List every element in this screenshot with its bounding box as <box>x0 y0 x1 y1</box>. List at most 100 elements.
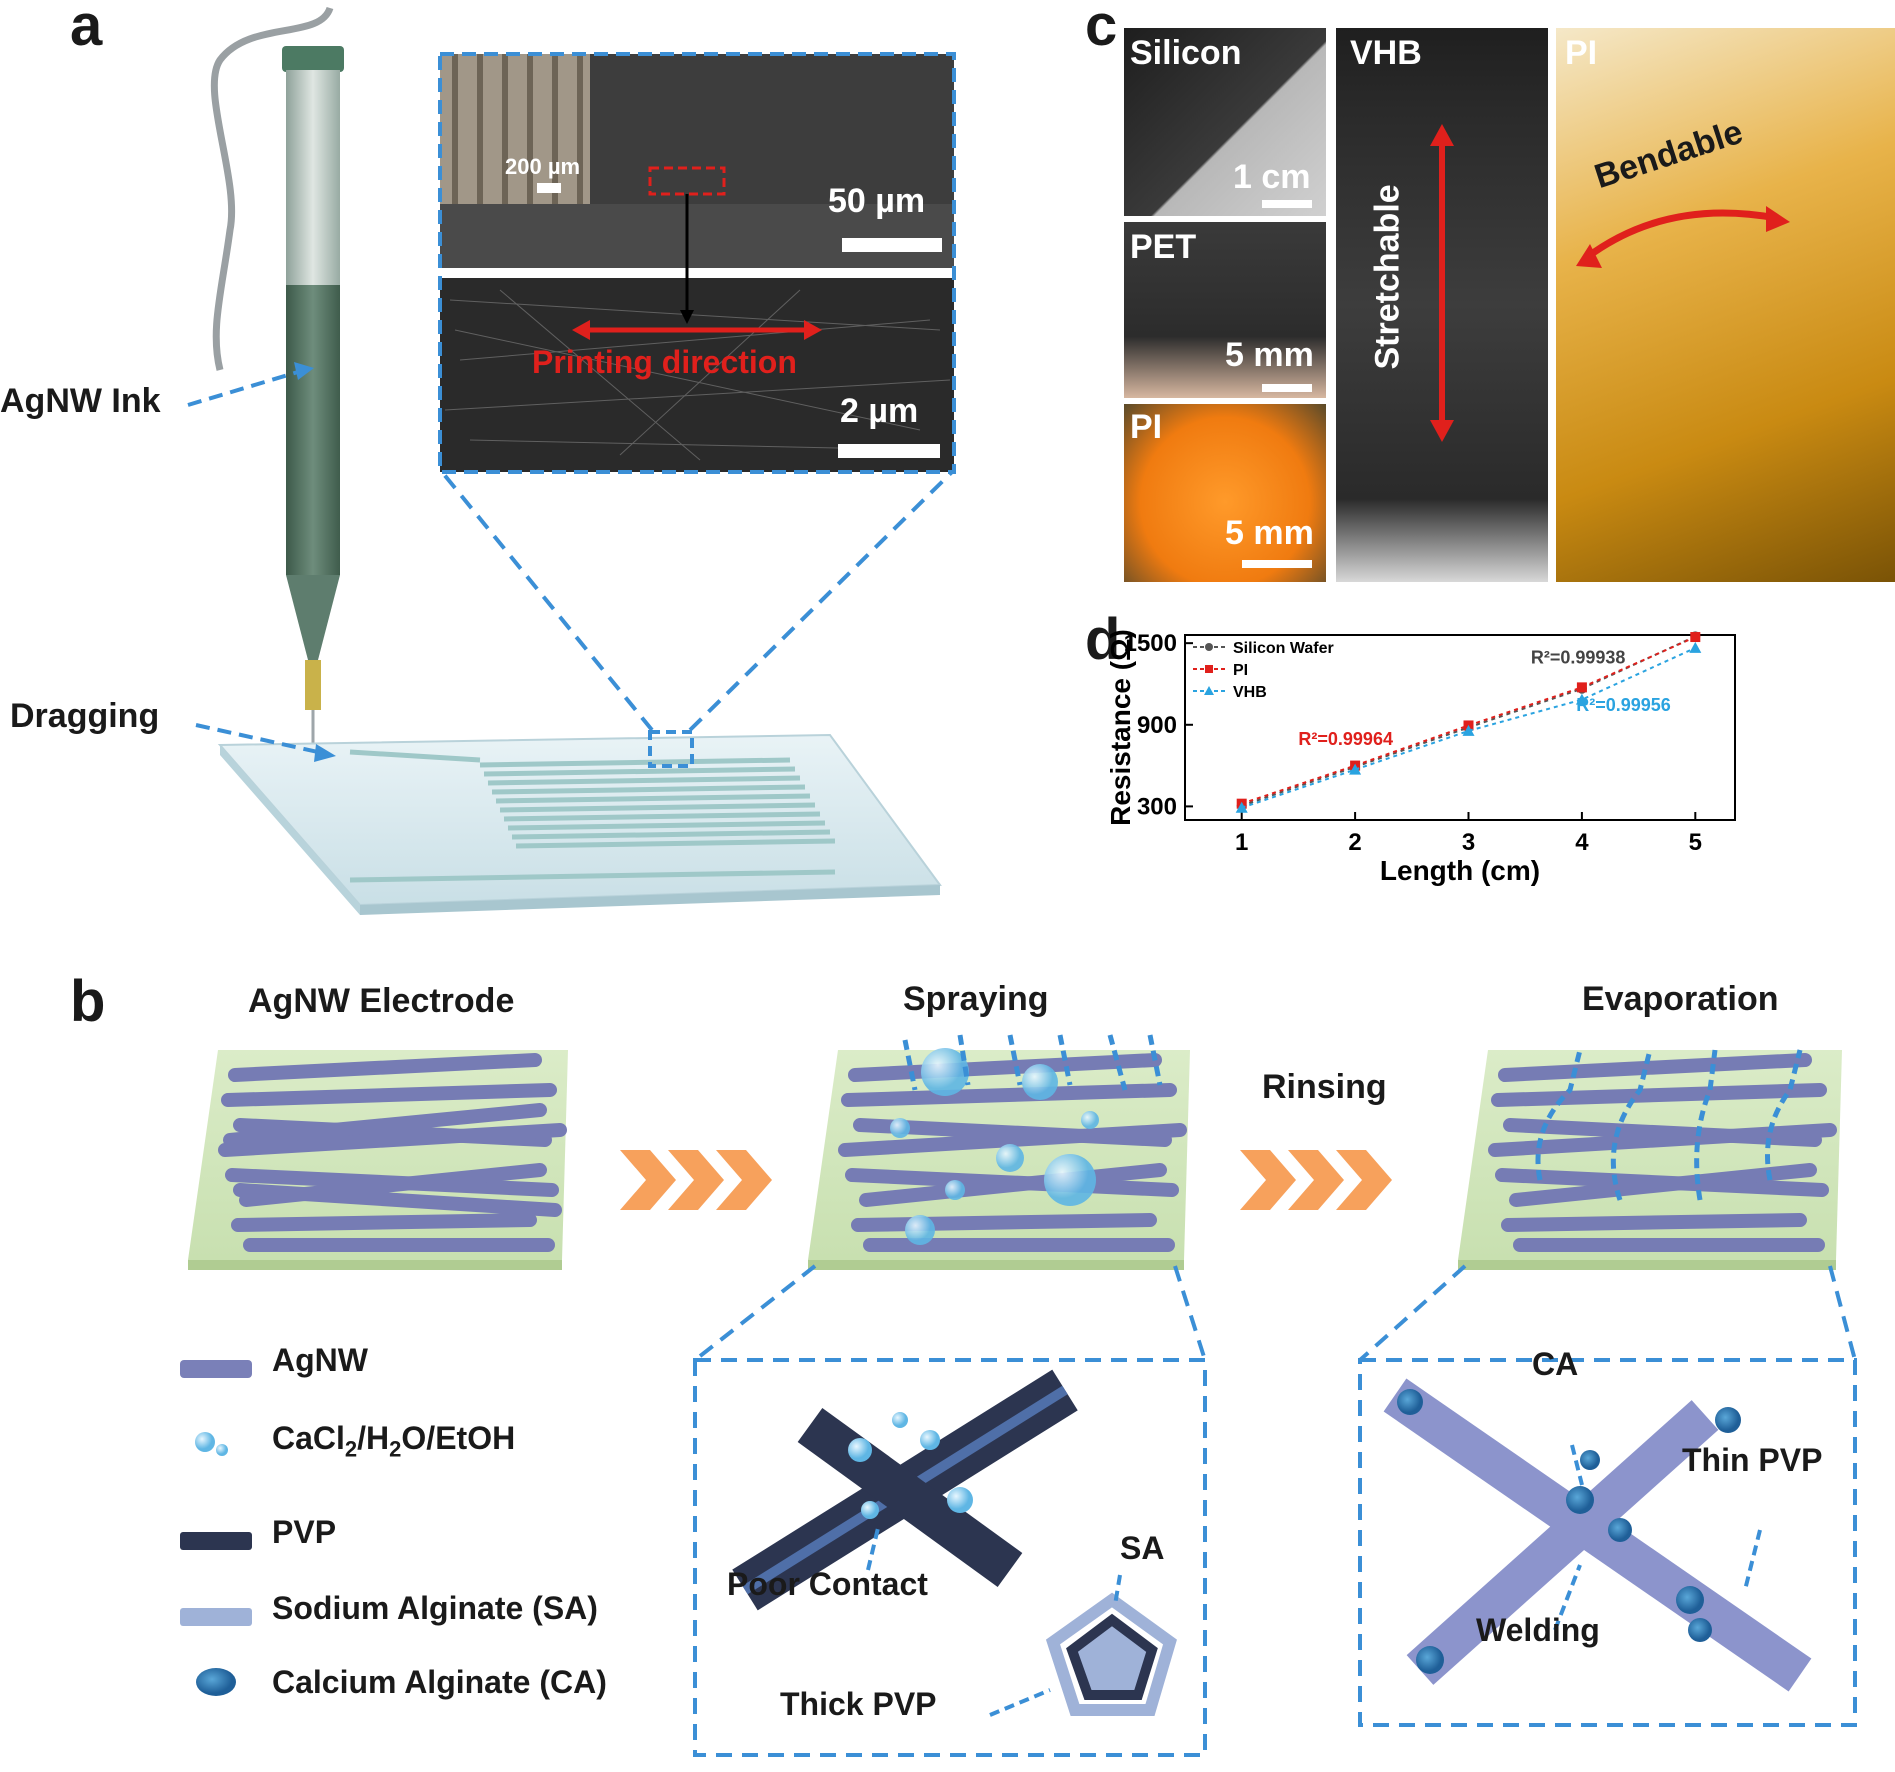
zoom-box-evaporation <box>1358 1358 1857 1727</box>
bend-arrow-icon <box>1576 206 1790 268</box>
y-axis-label: Resistance (Ω) <box>1110 629 1136 826</box>
legend-marker <box>1205 665 1213 673</box>
tube-icon <box>210 6 334 371</box>
step-label-spraying: Spraying <box>903 980 1049 1018</box>
data-point-vhb <box>1235 801 1248 813</box>
step-label-evaporation: Evaporation <box>1582 980 1779 1018</box>
zoom-box-spraying <box>693 1358 1207 1757</box>
step-label-rinsing: Rinsing <box>1262 1068 1387 1106</box>
legend-label: VHB <box>1233 684 1267 701</box>
plot-frame <box>1184 634 1736 821</box>
legend-label-cacl2: CaCl2/H2O/EtOH <box>272 1420 516 1462</box>
pi-small-photo <box>1124 404 1326 582</box>
legend-label-sa: Sodium Alginate (SA) <box>272 1590 598 1626</box>
data-point-vhb <box>1349 763 1362 775</box>
scale-bar-200 <box>537 183 561 193</box>
stretch-arrow-icon <box>1430 124 1454 442</box>
legend-ca-swatch <box>196 1668 236 1696</box>
legend-label-agnw: AgNW <box>272 1342 368 1378</box>
electrode-substrate-1 <box>188 1050 568 1270</box>
legend-label-ca: Calcium Alginate (CA) <box>272 1664 607 1700</box>
scale-label-50um: 50 µm <box>828 182 926 220</box>
silicon-scale-label: 1 cm <box>1233 158 1311 196</box>
data-point-pi <box>1690 632 1701 643</box>
legend-sa-swatch <box>180 1608 252 1626</box>
legend-agnw-swatch <box>180 1360 252 1378</box>
legend-swatches <box>180 1360 252 1696</box>
pi-small-scale-label: 5 mm <box>1225 514 1314 552</box>
dragging-label: Dragging <box>10 697 160 735</box>
legend-droplet-swatch <box>216 1444 228 1456</box>
thick-pvp-label: Thick PVP <box>780 1686 937 1722</box>
legend-label-pvp: PVP <box>272 1514 337 1550</box>
stretchable-label: Stretchable <box>1368 184 1407 370</box>
y-tick-label: 900 <box>1137 712 1177 739</box>
pentagon-cross-section <box>1066 1613 1158 1700</box>
welded-wires <box>1383 1378 1812 1692</box>
panel-label-a: a <box>70 0 103 58</box>
data-point-pi <box>1576 682 1587 693</box>
r2-annotation: R²=0.99938 <box>1531 648 1626 668</box>
x-tick-label: 5 <box>1689 829 1702 856</box>
data-point-vhb <box>1689 641 1702 653</box>
syringe-barrel-icon <box>286 70 340 285</box>
pi-bent-photo <box>1556 28 1895 582</box>
pi-big-label: PI <box>1565 34 1598 72</box>
panel-label-b: b <box>70 969 106 1034</box>
thin-pvp-label: Thin PVP <box>1682 1442 1823 1478</box>
sa-label: SA <box>1120 1530 1165 1566</box>
legend-label: Silicon Wafer <box>1233 640 1334 657</box>
step-label-electrode: AgNW Electrode <box>248 982 515 1020</box>
x-axis-label: Length (cm) <box>1380 855 1540 886</box>
silicon-label: Silicon <box>1130 34 1242 72</box>
scale-bar-2 <box>838 444 940 458</box>
printing-direction-label: Printing direction <box>532 344 797 380</box>
y-tick-label: 300 <box>1137 793 1177 820</box>
data-point-vhb <box>1575 693 1588 705</box>
legend-label: PI <box>1233 662 1248 679</box>
silicon-photo <box>1124 28 1326 216</box>
ca-label: CA <box>1532 1346 1579 1382</box>
x-tick-label: 4 <box>1575 829 1589 856</box>
x-tick-label: 1 <box>1235 829 1248 856</box>
pi-small-label: PI <box>1130 408 1163 446</box>
panel-label-c: c <box>1085 0 1118 58</box>
scale-label-200um: 200 µm <box>505 154 581 179</box>
poor-contact-label: Poor Contact <box>727 1566 928 1602</box>
syringe-cap-icon <box>282 46 344 72</box>
arrow-chevrons-2 <box>1240 1150 1392 1210</box>
welding-label: Welding <box>1476 1612 1600 1648</box>
x-tick-label: 2 <box>1348 829 1361 856</box>
pet-scale-bar <box>1262 384 1312 392</box>
panel-b-illustration <box>180 1034 1857 1757</box>
pi-small-scale-bar <box>1242 560 1312 568</box>
electrode-substrate-3 <box>1458 1049 1842 1270</box>
r2-annotation: R²=0.99956 <box>1576 695 1671 715</box>
agnw-ink-label: AgNW Ink <box>0 382 161 420</box>
printed-lines-icon <box>479 757 836 849</box>
legend-marker <box>1205 643 1213 651</box>
poor-contact-wires <box>732 1369 1078 1611</box>
electrode-substrate-2 <box>808 1034 1190 1270</box>
pet-scale-label: 5 mm <box>1225 336 1314 374</box>
silicon-scale-bar <box>1262 200 1312 208</box>
nozzle-icon <box>305 660 321 710</box>
y-tick-label: 1500 <box>1124 630 1177 657</box>
sem-highlight-box <box>648 166 726 196</box>
zoom-region-icon <box>648 730 694 768</box>
scale-label-2um: 2 µm <box>840 392 919 430</box>
series-line-pi <box>1241 636 1696 805</box>
ink-reservoir-icon <box>286 285 340 575</box>
legend-marker <box>1204 686 1214 695</box>
x-tick-label: 3 <box>1462 829 1475 856</box>
panel-label-d: d <box>1085 607 1121 672</box>
arrow-chevrons-1 <box>620 1150 772 1210</box>
panel-a-illustration <box>187 6 956 915</box>
legend-pvp-swatch <box>180 1532 252 1550</box>
data-point-vhb <box>1462 724 1475 736</box>
pet-label: PET <box>1130 228 1197 266</box>
scale-bar-50 <box>842 238 942 252</box>
vhb-label: VHB <box>1350 34 1422 72</box>
r2-annotation: R²=0.99964 <box>1298 729 1393 749</box>
